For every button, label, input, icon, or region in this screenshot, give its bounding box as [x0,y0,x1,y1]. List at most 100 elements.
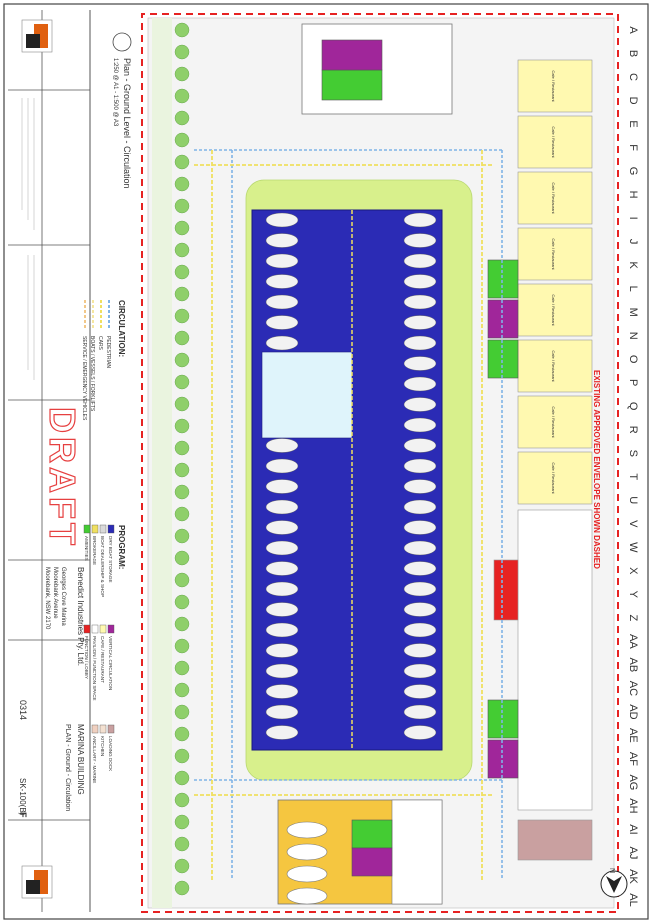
function-lobby [493,559,519,621]
circulation-label: CARS [97,336,103,351]
mpa-logo-left-dark [26,34,40,48]
tree-icon [174,594,190,610]
tree-icon [174,506,190,522]
grid-label: C [627,73,639,81]
grid-label: AE [627,728,639,743]
title-block [8,10,91,912]
boat-icon [403,725,437,740]
program-label: VERTICAL CIRCULATION [108,636,113,690]
display-boat-icon [286,821,328,839]
client-name: Benedict Industries Pty. Ltd. [76,567,85,666]
grid-label: AJ [627,847,639,860]
program-label: CAFE / RESTAURANT [100,636,105,683]
tree-icon [174,616,190,632]
boat-icon [403,663,437,679]
boat-icon [403,704,437,720]
boat-icon [403,581,437,597]
grid-label: U [627,496,639,504]
tree-icon [174,110,190,126]
boat-icon [403,561,437,576]
grid-label: AI [627,824,639,834]
grid-label: X [627,567,639,575]
display-boat-icon [286,843,328,861]
tree-icon [174,88,190,104]
grid-label: G [627,167,639,176]
boat-icon [265,315,299,330]
program-heading: PROGRAM: [117,525,126,569]
boat-icon [265,458,299,474]
client-address-1: Georges Cove Marina [60,567,66,626]
boat-icon [403,540,437,556]
grid-label: N [627,332,639,340]
grid-label: AG [627,774,639,790]
program-swatch [91,724,99,734]
tenancy-cafe [517,227,593,281]
grid-label: AL [627,893,639,906]
boat-icon [265,520,299,535]
dry-boat-storage [251,209,443,751]
grid-label: E [627,120,639,127]
tree-icon [174,264,190,280]
boat-icon [403,438,437,453]
drawing-number: SK-100(B) [18,778,27,816]
grid-label: T [627,473,639,480]
tree-icon [174,528,190,544]
boat-icon [403,356,437,371]
boat-icon [403,274,437,289]
program-swatch [99,724,107,734]
boat-icon [265,643,299,658]
tree-icon [174,858,190,874]
program-label: ANCILLARY - MARINE [92,736,97,783]
tree-icon [174,792,190,808]
tree-icon [174,550,190,566]
client-address-3: Moorebank, NSW 2170 [44,567,50,630]
grid-label: F [627,144,639,151]
tree-icon [174,22,190,38]
left-vertical [321,39,383,71]
boat-icon [265,581,299,597]
tree-icon [174,308,190,324]
envelope-outline [141,13,619,913]
program-label: KITCHEN [100,736,105,756]
boat-icon [403,458,437,474]
boat-icon [265,561,299,576]
tenancy-label: Cafe / Restaurant [551,238,556,270]
grid-label: M [627,308,639,317]
boat-icon [265,540,299,556]
client-address-2: Moorebank Avenue [52,567,58,619]
display-boat-icon [286,887,328,905]
boat-icon [403,397,437,412]
program-label: AMENITIES [84,536,89,561]
tree-icon [174,836,190,852]
grid-label: Y [627,591,639,599]
tree-icon [174,726,190,742]
vertical-block [487,739,519,779]
grid-label: I [627,217,639,220]
program-swatch [83,524,91,534]
tree-icon [174,880,190,896]
boat-icon [403,315,437,330]
tenancy-label: Cafe / Restaurant [551,406,556,438]
grid-label: H [627,191,639,199]
right-building-top [391,799,443,905]
tree-icon [174,704,190,720]
grid-label: R [627,426,639,434]
circulation-label: BOATS / VESSELS / FORKLIFTS [89,336,95,412]
boat-icon [403,376,437,392]
tree-icon [174,484,190,500]
right-amenity [351,819,393,849]
svg-text:N: N [608,868,615,873]
tree-icon [174,748,190,764]
boat-icon [403,684,437,699]
grid-label: S [627,450,639,457]
program-swatch [99,524,107,534]
grid-labels: ABCDEFGHIJKLMNOPQRSTUVWXYZAAABACADAEAFAG… [627,26,639,906]
tree-icon [174,44,190,60]
grid-label: AD [627,704,639,719]
boat-icon [403,622,437,638]
envelope-note: EXISTING APPROVED ENVELOPE SHOWN DASHED [592,370,601,569]
amenity-block [487,259,519,299]
circulation-label: SERVICE / EMERGENCY VEHICLES [81,336,87,421]
tree-icon [174,682,190,698]
